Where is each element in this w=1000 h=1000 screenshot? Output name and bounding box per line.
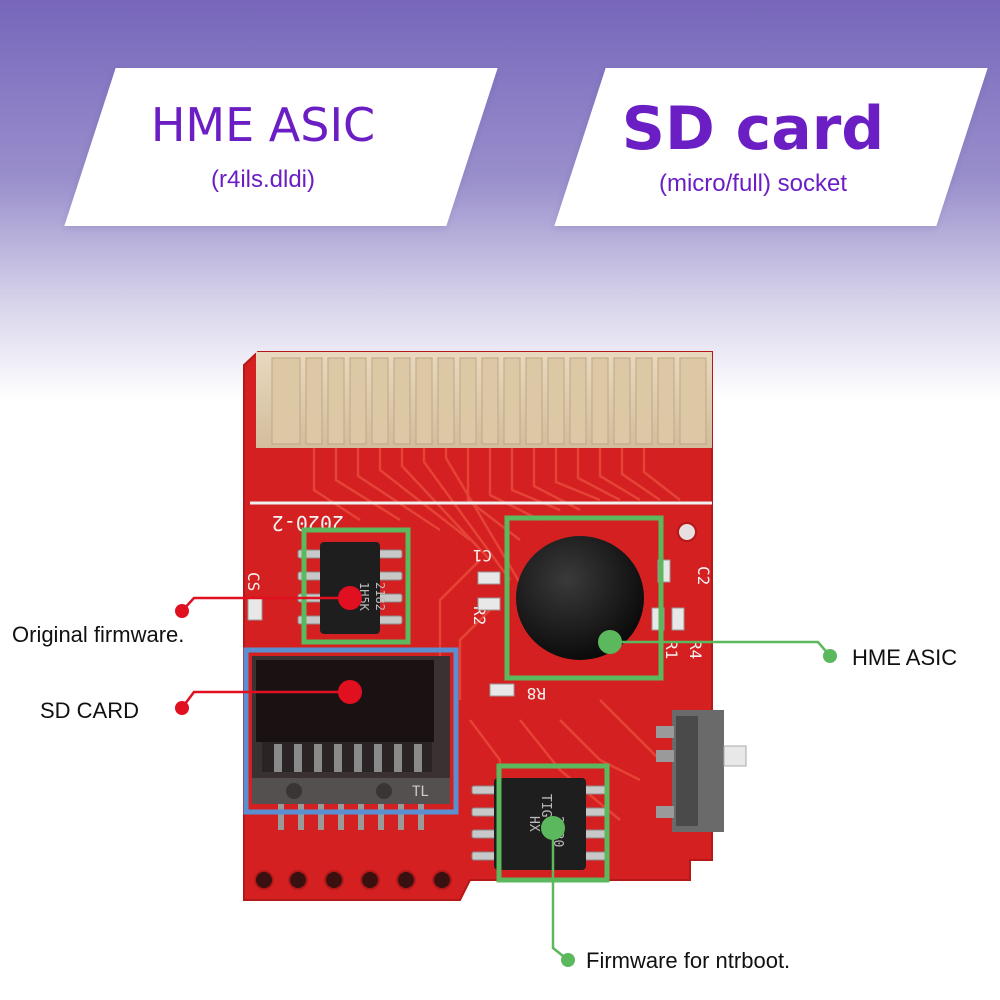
sd-card-connector [175, 680, 362, 715]
sd-card-highlight-box [243, 647, 459, 815]
hme-asic-banner-subtitle: (r4ils.dldi) [210, 166, 315, 193]
sd-socket-mark: TL [412, 784, 429, 800]
hme-asic-connector [598, 630, 837, 663]
sd-card-banner-subtitle: (micro/full) socket [658, 170, 848, 197]
gold-fingers [271, 357, 707, 445]
slide-switch [656, 710, 747, 832]
hme-asic-chip [516, 536, 644, 660]
silk-r1-label: R1 [662, 640, 681, 659]
silk-cs-label: CS [244, 572, 263, 591]
pcb-traces [312, 448, 681, 821]
chip-bottom-marking-1: HX [526, 816, 541, 832]
chip-top-marking-2: 2182 [373, 582, 387, 611]
original-firmware-label: Original firmware. [12, 622, 185, 647]
hme-asic-highlight-box [504, 515, 664, 681]
bottom-pads [254, 870, 452, 890]
ntrboot-firmware-label: Firmware for ntrboot. [586, 948, 791, 973]
hme-asic-banner-title: HME ASIC [150, 98, 376, 152]
original-firmware-highlight-box [301, 527, 411, 645]
silk-c1-label: C1 [473, 546, 492, 565]
hme-asic-label: HME ASIC [852, 645, 958, 670]
silk-c2-label: C2 [694, 566, 713, 585]
sd-card-label: SD CARD [40, 698, 140, 723]
sd-card-banner-title: SD card [621, 94, 885, 164]
sd-card-banner-content: SD card (micro/full) socket [562, 68, 944, 226]
silk-r4-label: R4 [686, 640, 705, 659]
silk-r8-label: R8 [527, 684, 546, 703]
silk-r2-label: R2 [470, 606, 489, 625]
hme-asic-banner-content: HME ASIC (r4ils.dldi) [72, 68, 454, 226]
chip-top-marking-1: 1H5K [357, 582, 371, 612]
chip-bottom-marking-3: TIG [538, 794, 553, 818]
original-firmware-connector [175, 586, 362, 618]
ntrboot-connector [541, 816, 575, 967]
